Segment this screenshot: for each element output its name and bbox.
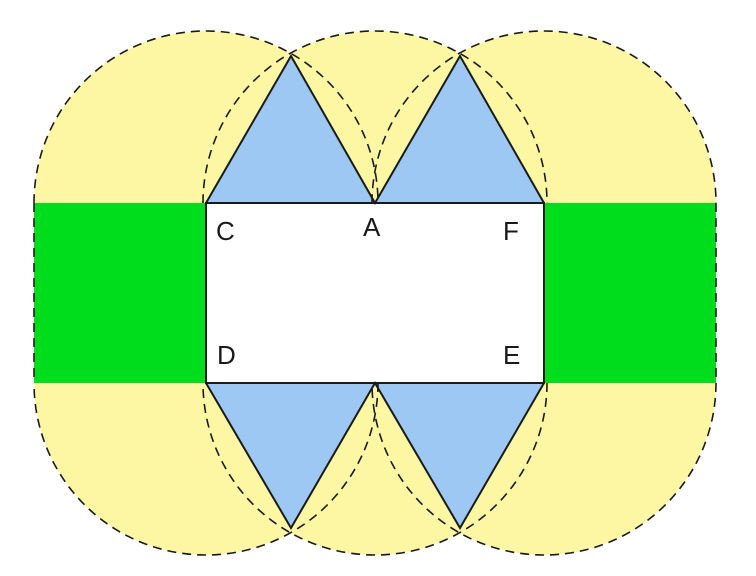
dashed-circle-right-top: [371, 30, 717, 203]
label-point-c: C: [216, 216, 235, 246]
blue-triangle-bottom-left: [206, 383, 375, 528]
zigzag-bottom: [205, 381, 545, 530]
dashed-arcs-top: [33, 30, 717, 203]
label-point-a: A: [363, 212, 381, 242]
label-point-f: F: [503, 216, 519, 246]
dashed-arcs-bottom: [33, 383, 717, 556]
dashed-circle-left-top: [33, 30, 379, 203]
blue-triangle-top-right: [375, 56, 544, 203]
dashed-circle-left-bottom: [33, 383, 379, 556]
blue-triangle-bottom-right: [375, 383, 544, 528]
green-band-left: [34, 203, 206, 383]
dashed-circle-mid-top: [202, 30, 548, 203]
rectangle-cfed: [206, 203, 544, 383]
zigzag-top: [205, 53, 545, 206]
green-band-right: [544, 203, 716, 383]
dashed-circle-mid-bottom: [202, 383, 548, 556]
blue-triangle-top-left: [206, 56, 375, 203]
solid-outlines: [205, 53, 545, 530]
label-point-d: D: [217, 340, 236, 370]
label-point-e: E: [503, 340, 520, 370]
dashed-circle-right-bottom: [371, 383, 717, 556]
